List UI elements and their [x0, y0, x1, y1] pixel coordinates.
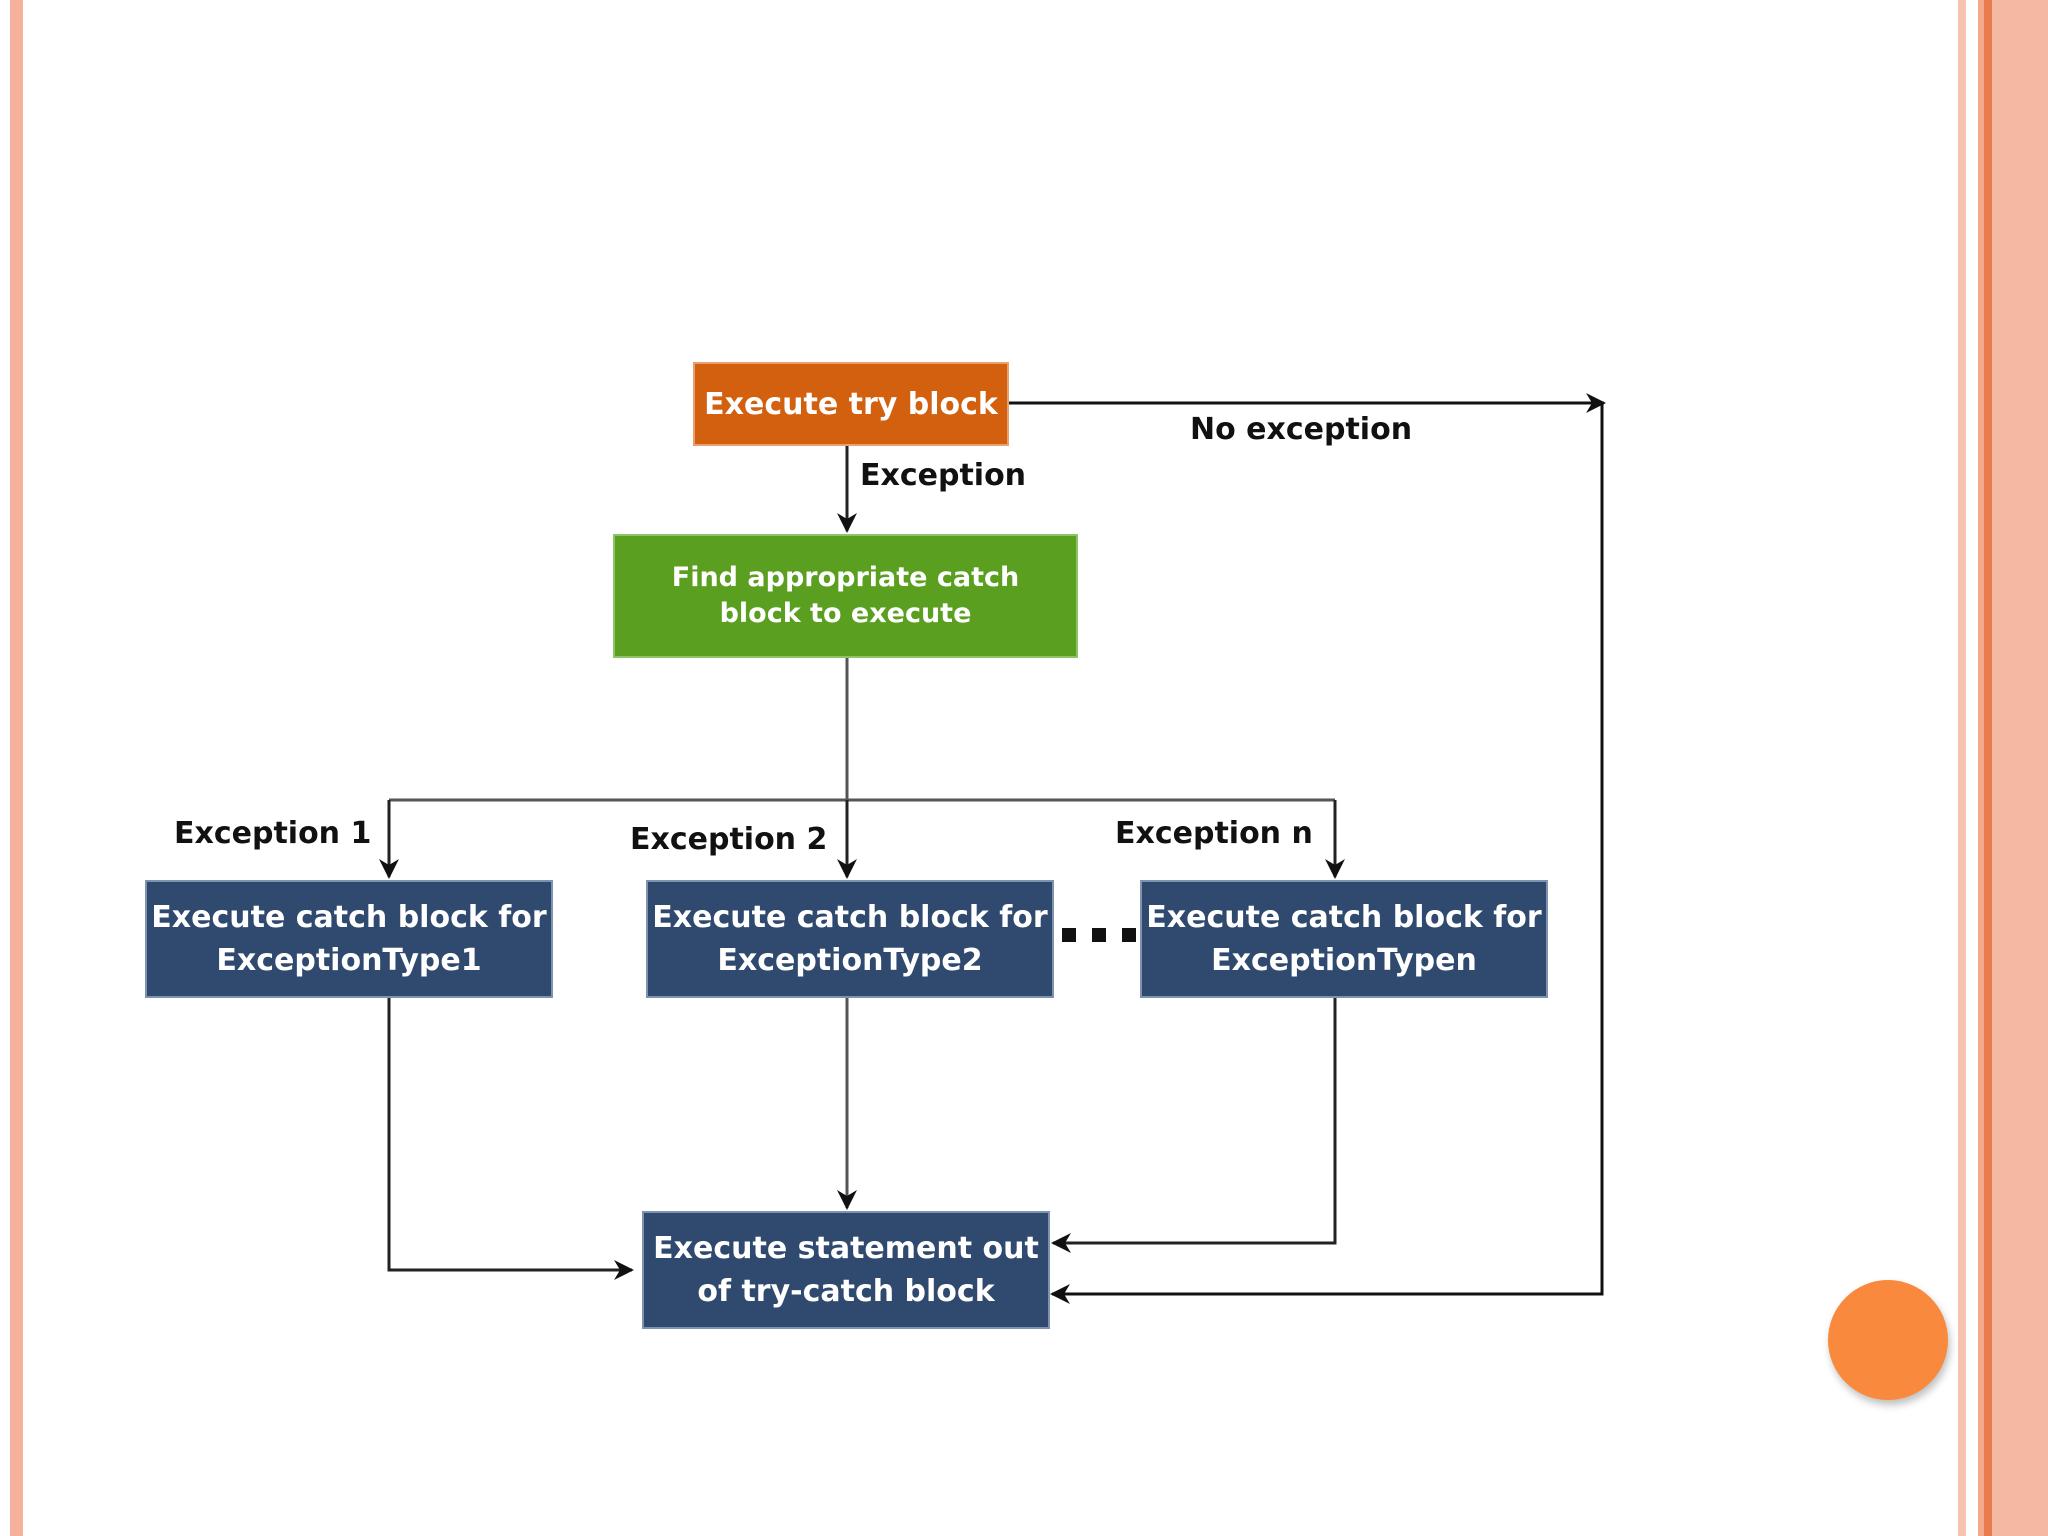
right-border-band — [1978, 0, 1984, 1536]
node-execute-statement-out: Execute statement out of try-catch block — [642, 1211, 1050, 1329]
right-border-frame — [1958, 0, 2048, 1536]
edge-label-exception: Exception — [860, 458, 1027, 493]
edge-label-exception-n: Exception n — [1115, 816, 1313, 851]
right-border-band — [1984, 0, 1992, 1536]
edge-label-exception-1: Exception 1 — [174, 816, 372, 851]
edge-catch-1-to-out — [387, 998, 634, 1280]
node-execute-try-block: Execute try block — [693, 362, 1009, 446]
left-border-stripe — [10, 0, 23, 1536]
slide-accent-circle — [1828, 1280, 1948, 1400]
edge-no-exception — [1009, 401, 1604, 1296]
edge-label-exception-2: Exception 2 — [630, 822, 828, 857]
node-catch-exceptiontypen: Execute catch block for ExceptionTypen — [1140, 880, 1548, 998]
ellipsis-more-catch-blocks — [1062, 928, 1136, 942]
ellipsis-dot — [1122, 928, 1136, 942]
edge-catch-n-to-out — [1051, 998, 1337, 1253]
edge-label-no-exception: No exception — [1190, 412, 1413, 447]
right-border-band — [1958, 0, 1966, 1536]
node-find-catch-block: Find appropriate catch block to execute — [613, 534, 1078, 658]
node-catch-exceptiontype1: Execute catch block for ExceptionType1 — [145, 880, 553, 998]
ellipsis-dot — [1062, 928, 1076, 942]
right-border-gap — [1966, 0, 1978, 1536]
node-catch-exceptiontype2: Execute catch block for ExceptionType2 — [646, 880, 1054, 998]
ellipsis-dot — [1092, 928, 1106, 942]
right-border-band — [1992, 0, 2048, 1536]
